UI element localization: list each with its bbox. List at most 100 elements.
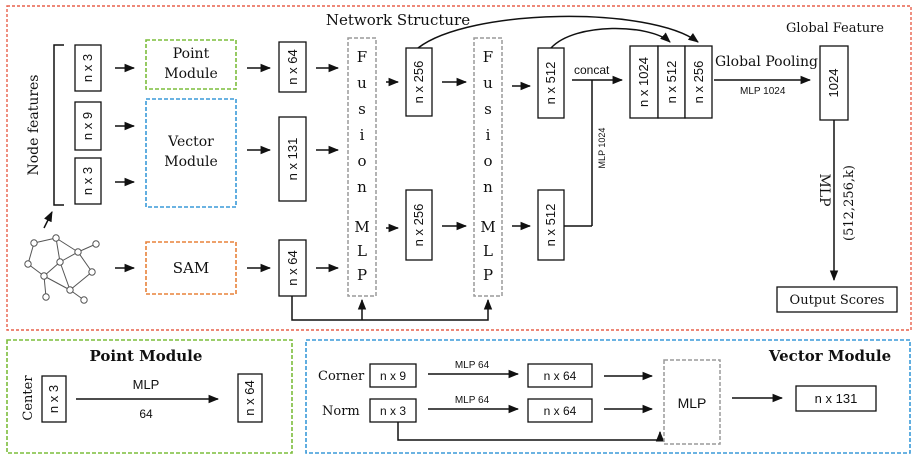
vector-module-panel bbox=[305, 339, 911, 454]
vector-mlp-box bbox=[663, 359, 721, 445]
label-n512-bottom: n x 512 bbox=[543, 204, 558, 247]
norm-label: Norm bbox=[322, 404, 360, 419]
label-n256-bottom: n x 256 bbox=[411, 204, 426, 247]
box-concat-512 bbox=[657, 45, 686, 119]
skip-curve-256 bbox=[417, 15, 699, 49]
svg-text:F: F bbox=[483, 48, 493, 66]
svg-text:o: o bbox=[483, 152, 492, 170]
label-concat-1024: n x 1024 bbox=[636, 57, 651, 107]
svg-text:u: u bbox=[357, 74, 367, 92]
point-panel-mlp-value: 64 bbox=[139, 407, 153, 421]
point-panel-output-box bbox=[237, 373, 263, 423]
network-structure-panel bbox=[6, 5, 912, 331]
graph-icon bbox=[24, 234, 100, 304]
vector-module-line1: Vector bbox=[167, 134, 214, 150]
fusion-mlp-2-label: Fus ion MLP bbox=[480, 48, 495, 284]
node-features-label: Node features bbox=[26, 75, 42, 176]
box-concat-256 bbox=[684, 45, 713, 119]
point-module-line2: Module bbox=[164, 66, 218, 82]
sam-skip-line bbox=[291, 296, 493, 321]
svg-text:i: i bbox=[486, 126, 491, 144]
label-n64-sam: n x 64 bbox=[285, 250, 300, 285]
network-structure-title: Network Structure bbox=[326, 11, 470, 29]
label-n256-top: n x 256 bbox=[411, 61, 426, 104]
output-scores-label: Output Scores bbox=[790, 293, 885, 308]
svg-text:u: u bbox=[483, 74, 493, 92]
svg-text:M: M bbox=[354, 218, 369, 236]
label-n64-point: n x 64 bbox=[285, 49, 300, 84]
box-concat-1024 bbox=[629, 45, 659, 119]
mlp-1024-label: MLP 1024 bbox=[740, 86, 786, 97]
point-panel-input: n x 3 bbox=[46, 385, 61, 413]
box-n131 bbox=[278, 116, 307, 202]
point-panel-mlp: MLP bbox=[133, 377, 160, 392]
point-module-panel bbox=[6, 339, 293, 454]
sam-label: SAM bbox=[173, 259, 209, 277]
norm-input-box bbox=[369, 398, 417, 423]
corner-out-box bbox=[527, 363, 593, 388]
vector-module-box bbox=[145, 98, 237, 208]
point-panel-output: n x 64 bbox=[242, 380, 257, 415]
corner-label: Corner bbox=[318, 369, 365, 384]
corner-input: n x 9 bbox=[380, 369, 406, 383]
svg-text:s: s bbox=[358, 100, 366, 118]
vector-output: n x 131 bbox=[815, 391, 858, 406]
input-box-vector-norm bbox=[74, 157, 102, 205]
node-features-bracket bbox=[53, 44, 64, 206]
svg-text:i: i bbox=[360, 126, 365, 144]
vector-panel-title: Vector Module bbox=[768, 347, 891, 365]
input-box-vector-corner bbox=[74, 101, 102, 151]
global-feature-value: 1024 bbox=[826, 69, 841, 98]
norm-input: n x 3 bbox=[380, 404, 406, 418]
norm-out: n x 64 bbox=[544, 404, 577, 418]
norm-out-box bbox=[527, 398, 593, 423]
global-pooling-label: Global Pooling bbox=[715, 54, 818, 70]
box-n256-bottom bbox=[405, 189, 433, 261]
point-module-line1: Point bbox=[173, 46, 210, 62]
label-n131: n x 131 bbox=[285, 138, 300, 181]
svg-text:F: F bbox=[357, 48, 367, 66]
box-n512-top bbox=[537, 47, 565, 119]
corner-input-box bbox=[369, 363, 417, 388]
mlp64-norm: MLP 64 bbox=[455, 395, 490, 406]
mlp-1024-vertical: MLP 1024 bbox=[597, 128, 607, 169]
svg-text:M: M bbox=[480, 218, 495, 236]
label-n512-top: n x 512 bbox=[543, 62, 558, 105]
vector-output-box bbox=[795, 385, 877, 412]
mlp-final-label: MLP bbox=[816, 173, 832, 206]
svg-text:n: n bbox=[483, 178, 493, 196]
svg-text:s: s bbox=[484, 100, 492, 118]
mlp-final-dims: (512,256,k) bbox=[842, 165, 857, 241]
box-n64-point bbox=[278, 41, 307, 93]
mlp64-corner: MLP 64 bbox=[455, 360, 490, 371]
svg-text:P: P bbox=[357, 266, 367, 284]
fusion-mlp-1-label: Fus ion MLP bbox=[354, 48, 369, 284]
skip-curve-512 bbox=[550, 27, 671, 49]
output-scores-box bbox=[776, 286, 898, 313]
box-n64-sam bbox=[278, 239, 307, 297]
sam-box bbox=[145, 241, 237, 295]
point-panel-title: Point Module bbox=[90, 347, 203, 365]
svg-text:L: L bbox=[483, 242, 493, 260]
box-n512-bottom bbox=[537, 189, 565, 261]
svg-text:o: o bbox=[357, 152, 366, 170]
corner-out: n x 64 bbox=[544, 369, 577, 383]
concat-label: concat bbox=[574, 63, 610, 77]
input-label-point: n x 3 bbox=[80, 54, 95, 82]
center-label: Center bbox=[21, 375, 36, 421]
svg-text:n: n bbox=[357, 178, 367, 196]
input-label-vector-norm: n x 3 bbox=[80, 167, 95, 195]
norm-skip-line bbox=[397, 422, 665, 442]
global-feature-label: Global Feature bbox=[786, 21, 884, 36]
label-concat-256: n x 256 bbox=[691, 61, 706, 104]
vector-mlp-label: MLP bbox=[678, 395, 707, 411]
input-label-vector-corner: n x 9 bbox=[80, 112, 95, 140]
point-module-box bbox=[145, 39, 237, 90]
fusion-mlp-1 bbox=[347, 37, 377, 297]
input-box-point bbox=[74, 44, 102, 92]
fusion-mlp-2 bbox=[473, 37, 503, 297]
vector-module-line2: Module bbox=[164, 154, 218, 170]
point-panel-input-box bbox=[41, 375, 67, 423]
